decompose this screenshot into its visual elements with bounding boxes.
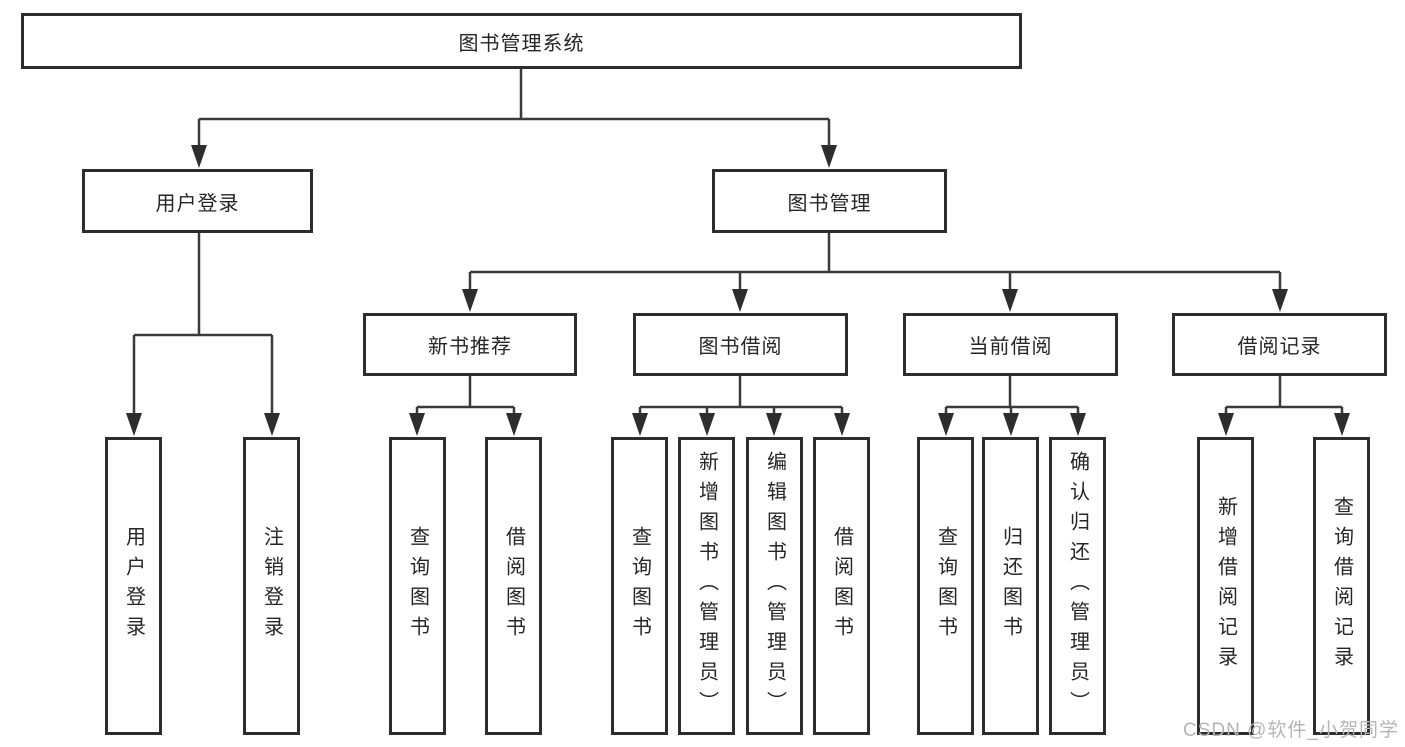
leaf-edit-books-admin-label: 编辑图书（管理员）: [763, 451, 786, 721]
leaf-borrow-books-borrowing: 借阅图书: [813, 437, 870, 735]
leaf-add-books-admin-label: 新增图书（管理员）: [695, 451, 718, 721]
leaf-return-books-label: 归还图书: [999, 526, 1022, 646]
node-user-login: 用户登录: [82, 169, 313, 233]
leaf-query-borrow-record-label: 查询借阅记录: [1330, 496, 1353, 676]
node-current-borrowing: 当前借阅: [903, 313, 1118, 376]
node-root-label: 图书管理系统: [458, 32, 585, 55]
leaf-add-borrow-record: 新增借阅记录: [1197, 437, 1254, 735]
leaf-add-books-admin: 新增图书（管理员）: [678, 437, 735, 735]
node-borrowing-records-label: 借阅记录: [1237, 336, 1322, 358]
node-user-login-label: 用户登录: [155, 192, 240, 215]
leaf-confirm-return-admin: 确认归还（管理员）: [1049, 437, 1106, 735]
node-book-management: 图书管理: [712, 169, 947, 233]
leaf-query-books-current: 查询图书: [917, 437, 974, 735]
node-book-borrowing-label: 图书借阅: [698, 336, 783, 358]
node-new-book-recommend: 新书推荐: [363, 313, 577, 376]
leaf-borrow-books-borrowing-label: 借阅图书: [830, 526, 853, 646]
csdn-watermark: CSDN @软件_小贺同学: [1183, 720, 1399, 741]
node-book-borrowing: 图书借阅: [633, 313, 848, 376]
node-new-book-recommend-label: 新书推荐: [428, 336, 512, 358]
leaf-return-books: 归还图书: [982, 437, 1039, 735]
leaf-query-books-borrowing-label: 查询图书: [628, 526, 651, 646]
leaf-user-login-label: 用户登录: [122, 526, 145, 646]
arrowheads: [126, 145, 1350, 436]
leaf-user-login: 用户登录: [105, 437, 162, 735]
leaf-query-books-recommend: 查询图书: [389, 437, 446, 735]
leaf-confirm-return-admin-label: 确认归还（管理员）: [1066, 451, 1089, 721]
leaf-query-books-recommend-label: 查询图书: [406, 526, 429, 646]
leaf-query-borrow-record: 查询借阅记录: [1313, 437, 1370, 735]
leaf-borrow-books-recommend: 借阅图书: [485, 437, 542, 735]
leaf-logout-label: 注销登录: [260, 526, 283, 646]
leaf-borrow-books-recommend-label: 借阅图书: [502, 526, 525, 646]
node-borrowing-records: 借阅记录: [1172, 313, 1387, 376]
leaf-query-books-current-label: 查询图书: [934, 526, 957, 646]
leaf-query-books-borrowing: 查询图书: [611, 437, 668, 735]
node-current-borrowing-label: 当前借阅: [968, 336, 1053, 358]
node-book-management-label: 图书管理: [787, 192, 872, 215]
node-root: 图书管理系统: [21, 13, 1022, 69]
leaf-logout: 注销登录: [243, 437, 300, 735]
leaf-edit-books-admin: 编辑图书（管理员）: [746, 437, 803, 735]
leaf-add-borrow-record-label: 新增借阅记录: [1214, 496, 1237, 676]
